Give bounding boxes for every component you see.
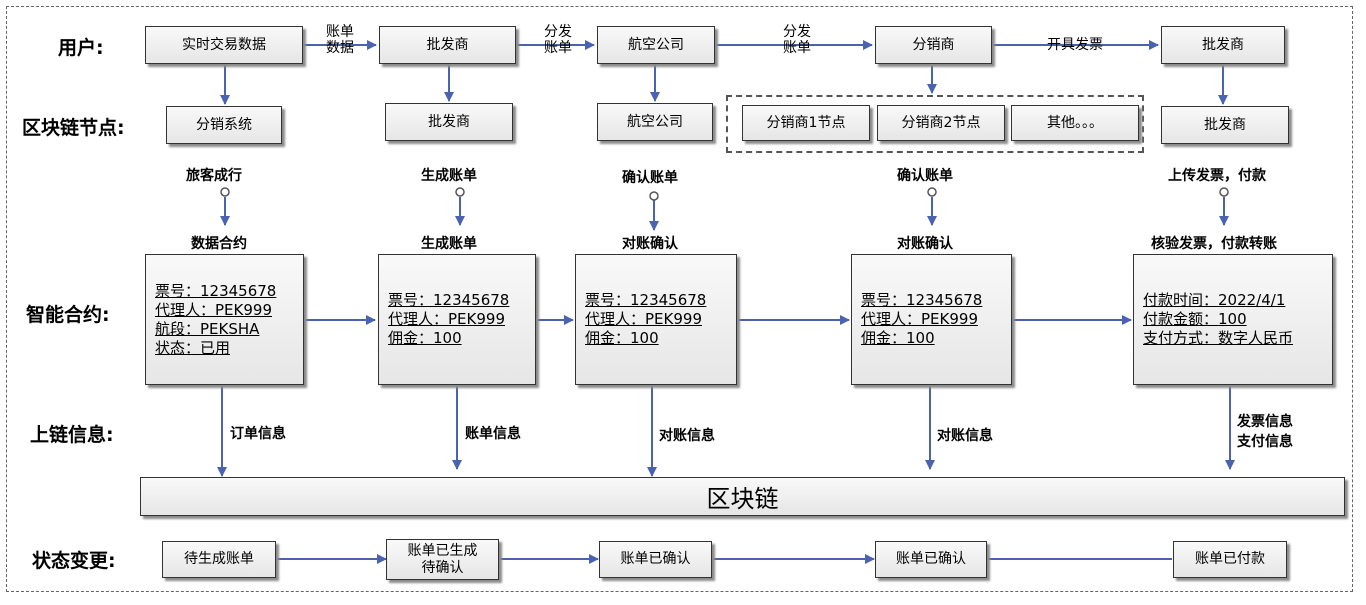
contract-field: 支付方式：数字人民币 <box>1143 329 1294 347</box>
contract-field: 佣金：100 <box>585 329 659 347</box>
onchain-label-invoice-payment: 发票信息 支付信息 <box>1237 414 1293 450</box>
node-box-distribution-system[interactable]: 分销系统 <box>166 106 282 144</box>
user-box-wholesaler-2[interactable]: 批发商 <box>1161 26 1285 64</box>
node-box-distributor-2[interactable]: 分销商2节点 <box>877 105 1005 141</box>
node-box-airline[interactable]: 航空公司 <box>597 103 713 141</box>
user-box-airline[interactable]: 航空公司 <box>597 26 715 64</box>
contract-box-generate-bill[interactable]: 票号：12345678 代理人：PEK999 佣金：100 <box>378 254 536 385</box>
contract-field: 票号：12345678 <box>585 291 707 309</box>
row-label-contract: 智能合约: <box>26 304 110 326</box>
contract-field: 代理人：PEK999 <box>388 310 505 328</box>
contract-field: 佣金：100 <box>861 329 935 347</box>
contract-field: 佣金：100 <box>388 329 462 347</box>
state-box-paid[interactable]: 账单已付款 <box>1173 541 1287 578</box>
node-box-distributor-1[interactable]: 分销商1节点 <box>742 105 870 141</box>
flow-label-distribute-bill-2: 分发 账单 <box>783 24 811 56</box>
contract-field: 票号：12345678 <box>388 291 510 309</box>
state-box-pending[interactable]: 待生成账单 <box>162 541 276 578</box>
row-label-onchain: 上链信息: <box>30 424 114 446</box>
trigger-dot-4 <box>927 187 937 197</box>
trigger-dot-2 <box>455 187 465 197</box>
contract-field: 付款时间：2022/4/1 <box>1143 291 1286 309</box>
trigger-label-5: 上传发票，付款 <box>1168 168 1266 184</box>
distributor-node-group <box>726 95 1144 153</box>
contract-title-4: 对账确认 <box>897 236 953 252</box>
contract-field: 票号：12345678 <box>861 291 983 309</box>
state-box-confirmed-2[interactable]: 账单已确认 <box>875 541 987 578</box>
flow-label-bill-data: 账单 数据 <box>326 24 354 56</box>
trigger-label-3: 确认账单 <box>622 170 678 186</box>
contract-box-data[interactable]: 票号：12345678 代理人：PEK999 航段：PEKSHA 状态：已用 <box>145 254 304 385</box>
user-box-distributor[interactable]: 分销商 <box>875 26 992 64</box>
flow-label-distribute-bill-1: 分发 账单 <box>544 24 572 56</box>
onchain-label-reconcile-2: 对账信息 <box>937 428 993 444</box>
trigger-dot-3 <box>649 191 659 201</box>
row-label-node: 区块链节点: <box>22 117 125 139</box>
contract-box-payment[interactable]: 付款时间：2022/4/1 付款金额：100 支付方式：数字人民币 <box>1133 254 1333 385</box>
state-box-confirmed-1[interactable]: 账单已确认 <box>599 541 712 578</box>
contract-title-2: 生成账单 <box>421 236 477 252</box>
contract-title-5: 核验发票，付款转账 <box>1151 236 1277 252</box>
contract-field: 代理人：PEK999 <box>155 300 272 319</box>
user-box-realtime-data[interactable]: 实时交易数据 <box>145 26 303 64</box>
contract-field: 票号：12345678 <box>155 281 277 300</box>
node-box-others[interactable]: 其他。。。 <box>1011 105 1139 141</box>
contract-field: 状态：已用 <box>155 338 231 357</box>
user-box-wholesaler[interactable]: 批发商 <box>379 26 516 64</box>
contract-field: 付款金额：100 <box>1143 310 1247 328</box>
contract-field: 代理人：PEK999 <box>861 310 978 328</box>
diagram-frame <box>6 6 1353 592</box>
contract-field: 航段：PEKSHA <box>155 319 260 338</box>
onchain-label-reconcile-1: 对账信息 <box>659 428 715 444</box>
trigger-dot-1 <box>220 187 230 197</box>
trigger-label-4: 确认账单 <box>897 168 953 184</box>
flow-label-issue-invoice: 开具发票 <box>1047 37 1103 53</box>
contract-title-1: 数据合约 <box>191 236 247 252</box>
row-label-user: 用户: <box>58 37 104 59</box>
onchain-label-bill: 账单信息 <box>465 426 521 442</box>
node-box-wholesaler[interactable]: 批发商 <box>385 103 513 141</box>
trigger-dot-5 <box>1219 187 1229 197</box>
node-box-wholesaler-2[interactable]: 批发商 <box>1161 106 1289 144</box>
row-label-state: 状态变更: <box>32 550 116 572</box>
contract-box-reconcile-1[interactable]: 票号：12345678 代理人：PEK999 佣金：100 <box>575 254 737 385</box>
trigger-label-1: 旅客成行 <box>186 168 242 184</box>
blockchain-bar[interactable]: 区块链 <box>140 477 1345 516</box>
trigger-label-2: 生成账单 <box>421 168 477 184</box>
state-box-generated[interactable]: 账单已生成 待确认 <box>386 539 499 580</box>
contract-title-3: 对账确认 <box>622 236 678 252</box>
onchain-label-order: 订单信息 <box>230 426 286 442</box>
contract-field: 代理人：PEK999 <box>585 310 702 328</box>
contract-box-reconcile-2[interactable]: 票号：12345678 代理人：PEK999 佣金：100 <box>851 254 1012 385</box>
